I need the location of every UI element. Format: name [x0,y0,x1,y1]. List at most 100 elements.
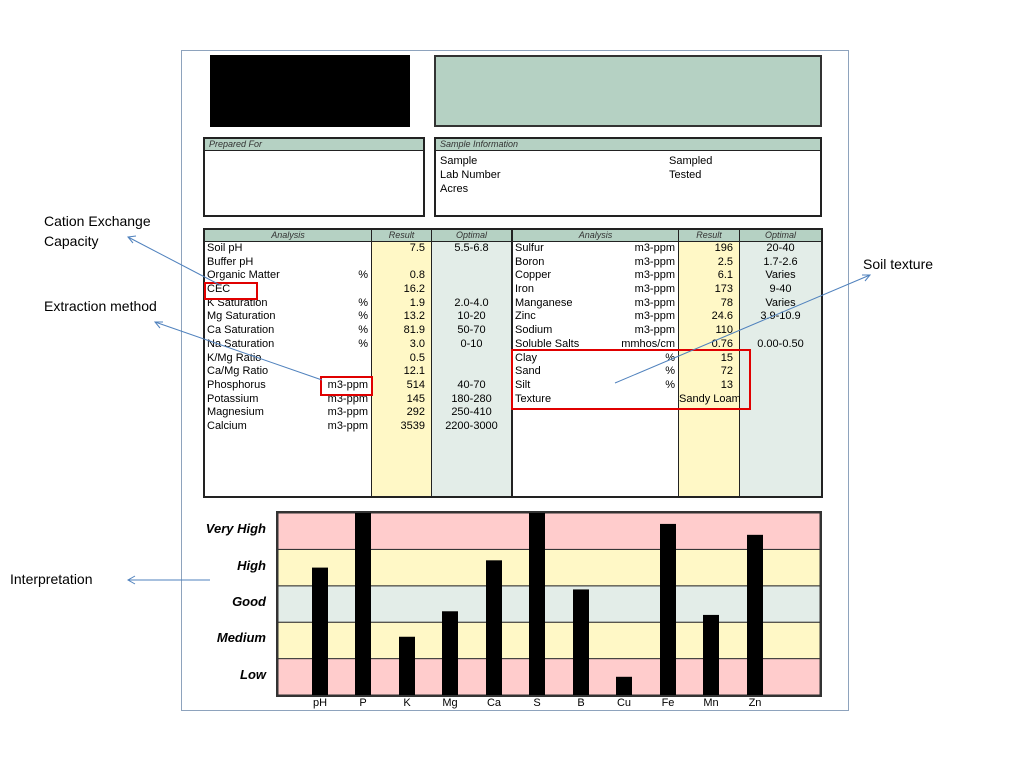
sample-info-label: Sample Information [436,139,820,151]
result-value: 196 [714,242,733,254]
analysis-name: Magnesium [207,406,264,419]
table-row-analysis: Phosphorus m3-ppm [205,379,371,393]
band-label: Very High [205,521,266,537]
report-header-banner [434,55,822,127]
analysis-name: Ca Saturation [207,324,275,337]
analysis-name: Organic Matter [207,269,280,282]
x-tick-label: Mn [703,697,719,709]
optimal-value: 1.7-2.6 [763,255,798,268]
lab-number-label: Lab Number [440,169,501,181]
analysis-unit: m3-ppm [634,296,675,309]
cec-arrowhead [127,235,137,244]
analysis-name: Copper [515,269,552,282]
bar-Ca [486,560,502,695]
analysis-name: Na Saturation [207,337,275,350]
x-tick-label: S [533,697,541,709]
analysis-name: Ca/Mg Ratio [207,365,269,378]
result-value: 3.0 [409,337,425,350]
analysis-name: Manganese [515,296,573,309]
texture-arrowhead [862,274,872,282]
result-value: 81.9 [403,324,425,337]
analysis-name: Buffer pH [207,255,254,268]
bar-Mg [442,611,458,695]
analysis-name: Sodium [515,324,553,337]
analysis-header: Analysis [205,230,371,242]
prepared-for-box: Prepared For [203,137,425,217]
optimal-value: 0.00-0.50 [757,337,804,350]
bar-K [399,636,415,695]
x-tick-label: Fe [661,697,675,709]
optimal-value: 20-40 [766,242,795,254]
table-row-analysis: Ca Saturation% [205,324,371,338]
optimal-value: Varies [765,269,796,282]
x-tick-label: Zn [748,697,762,709]
result-value: 0.76 [711,337,733,350]
analysis-name: Texture [515,392,552,405]
result-value: 173 [714,283,733,296]
analysis-name: Phosphorus [207,378,266,391]
result-value: 16.2 [403,283,425,296]
analysis-unit: m3-ppm [327,419,368,432]
interpretation-chart [276,511,822,697]
band-label: Medium [216,630,266,646]
result-value: 2.5 [717,255,733,268]
result-header: Result [679,230,739,242]
table-row-analysis: Texture [513,393,678,407]
analysis-name: Mg Saturation [207,310,276,323]
analysis-unit: % [358,269,368,282]
result-header: Result [372,230,431,242]
x-tick-label: P [359,697,367,709]
bar-pH [312,567,328,695]
acres-label: Acres [440,183,469,195]
table-row-analysis: Buffer pH [205,256,371,270]
x-tick-label: K [403,697,411,709]
x-tick-label: pH [312,697,328,709]
result-value: 1.9 [409,296,425,309]
optimal-value: Varies [765,296,796,309]
band-label: Good [232,594,266,609]
result-value: 12.1 [403,365,425,378]
result-value: 3539 [400,419,425,432]
result-value: 15 [720,351,733,364]
table-row-analysis: Organic Matter% [205,269,371,283]
analysis-name: Soluble Salts [515,337,580,350]
table-row-analysis: Sand% [513,365,678,379]
bar-Zn [747,534,763,695]
optimal-value: 0-10 [460,337,483,350]
optimal-value: 40-70 [457,378,486,391]
analysis-unit: m3-ppm [634,255,675,268]
band-label: Low [240,666,266,682]
sample-info-box: Sample Information Sample Lab Number Acr… [434,137,822,217]
x-tick-label: Ca [486,697,502,709]
result-value: 6.1 [717,269,733,282]
bar-B [573,589,589,695]
redacted-logo [210,55,410,127]
analysis-unit: m3-ppm [634,269,675,282]
bar-Cu [616,676,632,695]
sample-label: Sample [440,155,478,167]
table-row-analysis: Na Saturation% [205,338,371,352]
optimal-value: 180-280 [451,392,492,405]
analysis-unit: m3-ppm [634,283,675,296]
analysis-unit: % [665,378,675,391]
result-value: 110 [715,324,733,337]
analysis-name: Potassium [207,392,259,405]
result-value: 0.8 [409,269,425,282]
table-row-analysis: Silt% [513,379,678,393]
cec-arrow [127,236,221,286]
analysis-unit: m3-ppm [327,378,368,391]
result-value: Sandy Loam [679,392,741,405]
extraction-arrow [154,321,323,381]
optimal-value: 250-410 [451,406,492,419]
x-tick-label: Cu [616,697,632,709]
table-row-analysis: Manganese m3-ppm [513,297,678,311]
x-tick-label: Mg [442,697,458,709]
